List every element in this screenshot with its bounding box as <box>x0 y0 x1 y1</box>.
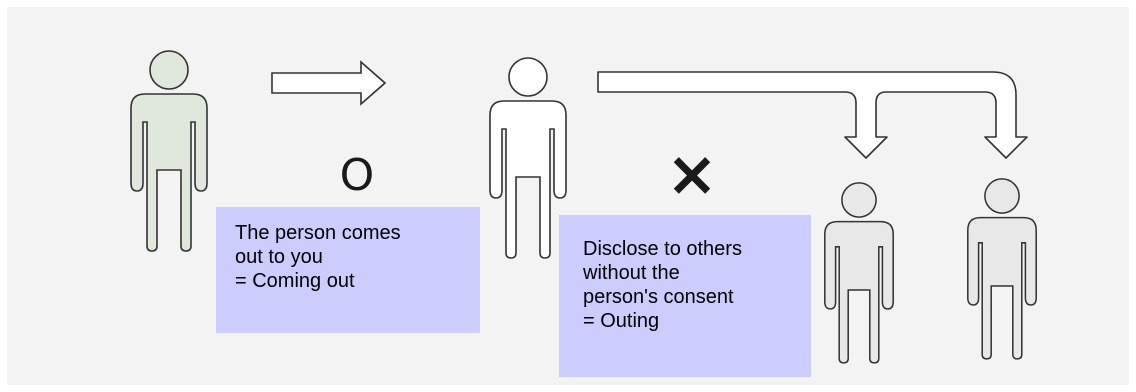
coming-out-label-line: The person comes <box>235 222 401 244</box>
coming-out-label-line: out to you <box>235 246 323 268</box>
outing-branch-arrow-icon <box>597 71 1028 159</box>
coming-out-label-line: = Coming out <box>235 270 355 292</box>
ng-cross-mark: × <box>666 137 718 210</box>
outing-label-line: without the <box>583 262 680 284</box>
outing-label-line: person's consent <box>583 286 734 308</box>
outing-label-box: Disclose to others without the person's … <box>559 215 811 377</box>
outing-label-line: Disclose to others <box>583 238 742 260</box>
coming-out-label-box: The person comes out to you = Coming out <box>216 207 480 333</box>
outing-label-line: = Outing <box>583 310 660 332</box>
ok-circle-mark: O <box>340 150 375 201</box>
coming-out-arrow-icon <box>271 60 387 106</box>
